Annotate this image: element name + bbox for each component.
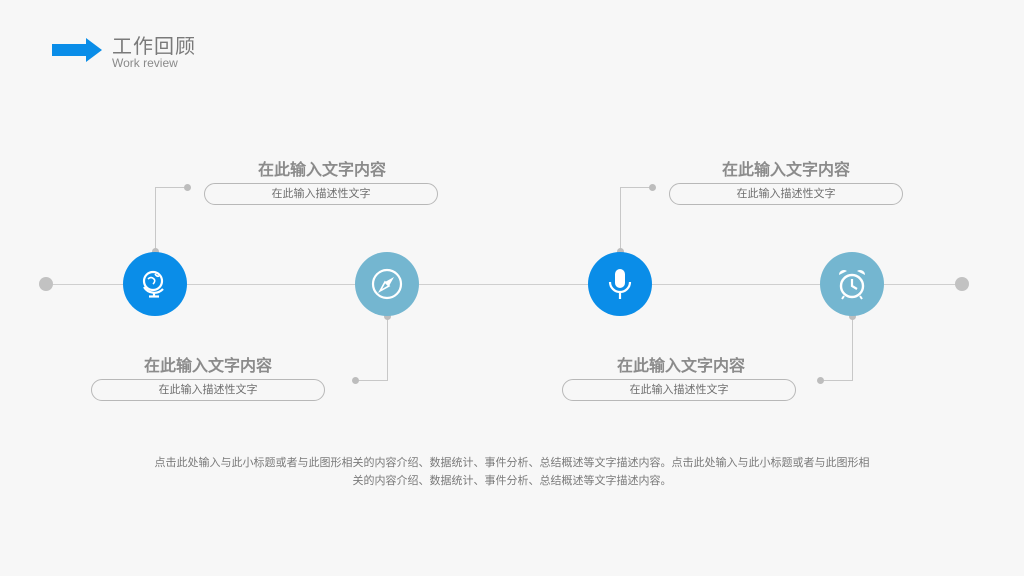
- connector-dot: [617, 248, 624, 255]
- timeline-start-dot: [39, 277, 53, 291]
- timeline-node-1[interactable]: [123, 252, 187, 316]
- item-title: 在此输入文字内容: [257, 160, 386, 179]
- timeline-node-3[interactable]: [588, 252, 652, 316]
- connector-dot: [384, 313, 391, 320]
- connector-line: [852, 316, 853, 380]
- page-title: 工作回顾: [112, 34, 196, 58]
- page-subtitle: Work review: [112, 56, 178, 70]
- item-description: 在此输入描述性文字: [204, 183, 438, 205]
- alarm-clock-icon: [839, 270, 865, 300]
- connector-dot: [817, 377, 824, 384]
- arrow-icon: [52, 38, 102, 62]
- compass-icon: [371, 268, 403, 300]
- connector-line: [821, 380, 853, 381]
- connector-line: [356, 380, 388, 381]
- item-title: 在此输入文字内容: [616, 356, 745, 375]
- item-description: 在此输入描述性文字: [91, 379, 325, 401]
- connector-dot: [649, 184, 656, 191]
- timeline-end-dot: [955, 277, 969, 291]
- globe-icon: [142, 270, 164, 298]
- timeline-node-2[interactable]: [355, 252, 419, 316]
- timeline-node-4[interactable]: [820, 252, 884, 316]
- connector-dot: [352, 377, 359, 384]
- connector-line: [387, 316, 388, 380]
- connector-line: [155, 187, 188, 188]
- summary-text: 点击此处输入与此小标题或者与此图形相关的内容介绍、数据统计、事件分析、总结概述等…: [154, 456, 870, 487]
- item-description: 在此输入描述性文字: [669, 183, 903, 205]
- item-description: 在此输入描述性文字: [562, 379, 796, 401]
- connector-dot: [152, 248, 159, 255]
- connector-line: [620, 187, 621, 253]
- item-title: 在此输入文字内容: [143, 356, 272, 375]
- connector-line: [155, 187, 156, 253]
- microphone-icon: [608, 269, 632, 299]
- connector-line: [620, 187, 653, 188]
- connector-dot: [184, 184, 191, 191]
- connector-dot: [849, 313, 856, 320]
- item-title: 在此输入文字内容: [721, 160, 850, 179]
- timeline-line: [46, 284, 962, 285]
